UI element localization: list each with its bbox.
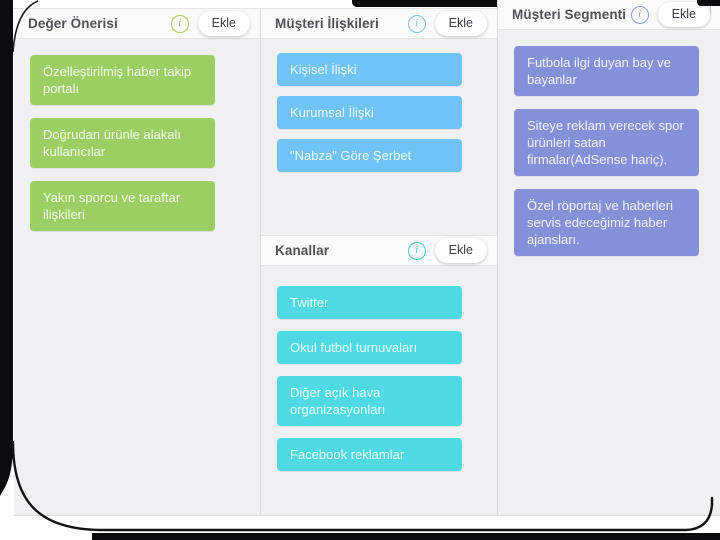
card[interactable]: Yakın sporcu ve taraftar ilişkileri bbox=[30, 181, 215, 231]
top-notch-bar bbox=[352, 0, 497, 7]
card-list: Futbola ilgi duyan bay ve bayanlar Sitey… bbox=[498, 30, 720, 256]
card[interactable]: Okul futbol turnuvaları bbox=[277, 331, 462, 364]
card[interactable]: Futbola ilgi duyan bay ve bayanlar bbox=[514, 46, 699, 96]
canvas-sheet: Değer Önerisi i Ekle Özelleştirilmiş hab… bbox=[13, 0, 720, 530]
card-list: Özelleştirilmiş haber takip portalı Doğr… bbox=[14, 39, 260, 231]
card[interactable]: Siteye reklam verecek spor ürünleri sata… bbox=[514, 109, 699, 176]
card[interactable]: Facebook reklamlar bbox=[277, 438, 462, 471]
add-button[interactable]: Ekle bbox=[434, 238, 487, 263]
add-button[interactable]: Ekle bbox=[657, 2, 710, 27]
card[interactable]: Özelleştirilmiş haber takip portalı bbox=[30, 55, 215, 105]
column-customer-relationships: Müşteri İlişkileri i Ekle Kişisel İlişki… bbox=[261, 8, 497, 516]
canvas-bottom-border bbox=[14, 515, 720, 516]
card[interactable]: Özel röportaj ve haberleri servis edeceğ… bbox=[514, 189, 699, 256]
info-icon[interactable]: i bbox=[630, 5, 649, 24]
column-header-customer-relationships: Müşteri İlişkileri i Ekle bbox=[261, 8, 497, 39]
column-title: Müşteri İlişkileri bbox=[275, 16, 379, 31]
add-button[interactable]: Ekle bbox=[434, 11, 487, 36]
column-divider bbox=[260, 8, 261, 516]
add-button[interactable]: Ekle bbox=[197, 11, 250, 36]
card[interactable]: "Nabza" Göre Şerbet bbox=[277, 139, 462, 172]
column-title: Değer Önerisi bbox=[28, 16, 118, 31]
card[interactable]: Diğer açık hava organizasyonları bbox=[277, 376, 462, 426]
card[interactable]: Kurumsal İlişki bbox=[277, 96, 462, 129]
card-list: Twitter Okul futbol turnuvaları Diğer aç… bbox=[261, 266, 497, 471]
info-icon[interactable]: i bbox=[407, 241, 426, 260]
column-customer-segments: Müşteri Segmenti i Ekle Futbola ilgi duy… bbox=[498, 0, 720, 516]
column-header-channels: Kanallar i Ekle bbox=[261, 235, 497, 266]
card-list: Kişisel İlişki Kurumsal İlişki "Nabza" G… bbox=[261, 39, 497, 172]
card[interactable]: Kişisel İlişki bbox=[277, 53, 462, 86]
card[interactable]: Twitter bbox=[277, 286, 462, 319]
top-right-notch-bar bbox=[697, 0, 720, 6]
card[interactable]: Doğrudan ürünle alakalı kullanıcılar bbox=[30, 118, 215, 168]
column-divider bbox=[497, 0, 498, 516]
short-divider bbox=[710, 0, 711, 14]
info-icon[interactable]: i bbox=[407, 14, 426, 33]
column-title: Müşteri Segmenti bbox=[512, 7, 627, 22]
column-header-value-proposition: Değer Önerisi i Ekle bbox=[14, 8, 260, 39]
column-value-proposition: Değer Önerisi i Ekle Özelleştirilmiş hab… bbox=[14, 8, 260, 516]
column-header-customer-segments: Müşteri Segmenti i Ekle bbox=[498, 0, 720, 30]
info-icon[interactable]: i bbox=[170, 14, 189, 33]
column-title: Kanallar bbox=[275, 243, 330, 258]
